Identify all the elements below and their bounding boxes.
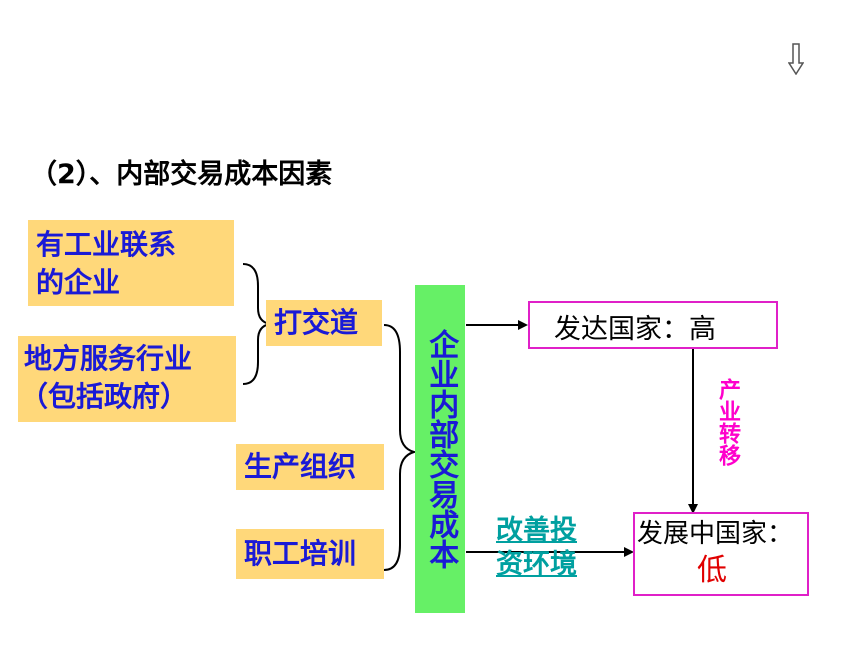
box-developing-countries: 发展中国家： 低 [633, 512, 809, 596]
box-dealing: 打交道 [266, 300, 382, 346]
box-internal-transaction-cost: 企业内部交易成本 [415, 285, 465, 613]
page-title: （2）、内部交易成本因素 [30, 159, 333, 190]
box-developed-countries: 发达国家：高 [528, 301, 778, 349]
down-arrow-icon[interactable] [787, 43, 805, 76]
box-staff-training: 职工培训 [236, 529, 384, 579]
developing-value: 低 [697, 553, 727, 588]
box-production-org: 生产组织 [236, 444, 384, 490]
label-industry-transfer: 产业转移 [715, 378, 740, 466]
box-local-services: 地方服务行业 （包括政府） [18, 336, 236, 422]
label-improve-investment: 改善投 资环境 [496, 515, 577, 580]
box-industrial-link: 有工业联系 的企业 [28, 220, 234, 306]
